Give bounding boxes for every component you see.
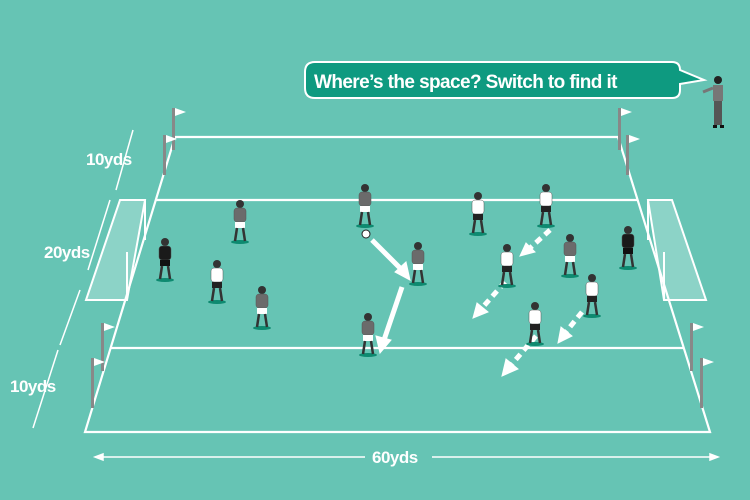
goal-right [646,199,708,301]
dimension-label-top: 10yds [86,150,132,169]
player-light-team [208,260,226,304]
player-light-team [469,192,487,236]
player-dark-team [253,286,271,330]
corner-flag-icon [163,135,177,175]
pass-arrow-solid [370,238,404,272]
corner-flag-icon [91,358,105,408]
player-dark-team [231,200,249,244]
corner-flag-icon [172,108,186,150]
pitch [83,135,712,434]
run-arrow-solid [381,286,405,341]
goalkeeper [156,238,174,282]
dashed-arrow [510,334,538,366]
corner-flag-icon [618,108,632,150]
dimension-markers [32,129,721,462]
speech-bubble: Where’s the space? Switch to find it [304,61,708,99]
goal-left [84,199,147,301]
players [156,184,637,357]
player-dark-team [409,242,427,286]
player-light-team [498,244,516,288]
dimension-label-length: 60yds [372,448,418,467]
coach [702,76,724,128]
corner-flag-icon [101,323,115,371]
goalkeeper [619,226,637,270]
pitch-boundary [83,135,712,434]
corner-flag-icon [690,323,704,371]
player-light-team [537,184,555,228]
player-dark-team [356,184,374,228]
dimension-label-bottom: 10yds [10,377,56,396]
dimension-label-middle: 20yds [44,243,90,262]
player-dark-team [561,234,579,278]
callout-text: Where’s the space? Switch to find it [314,72,618,93]
player-dark-team [359,313,377,357]
corner-flag-icon [700,358,714,408]
player-light-team [526,302,544,346]
dashed-arrow [564,310,584,334]
dashed-arrow [528,228,552,250]
corner-flag-icon [626,135,640,175]
player-light-team [583,274,601,318]
ball-icon [361,229,371,239]
pass-arrows [370,228,584,377]
